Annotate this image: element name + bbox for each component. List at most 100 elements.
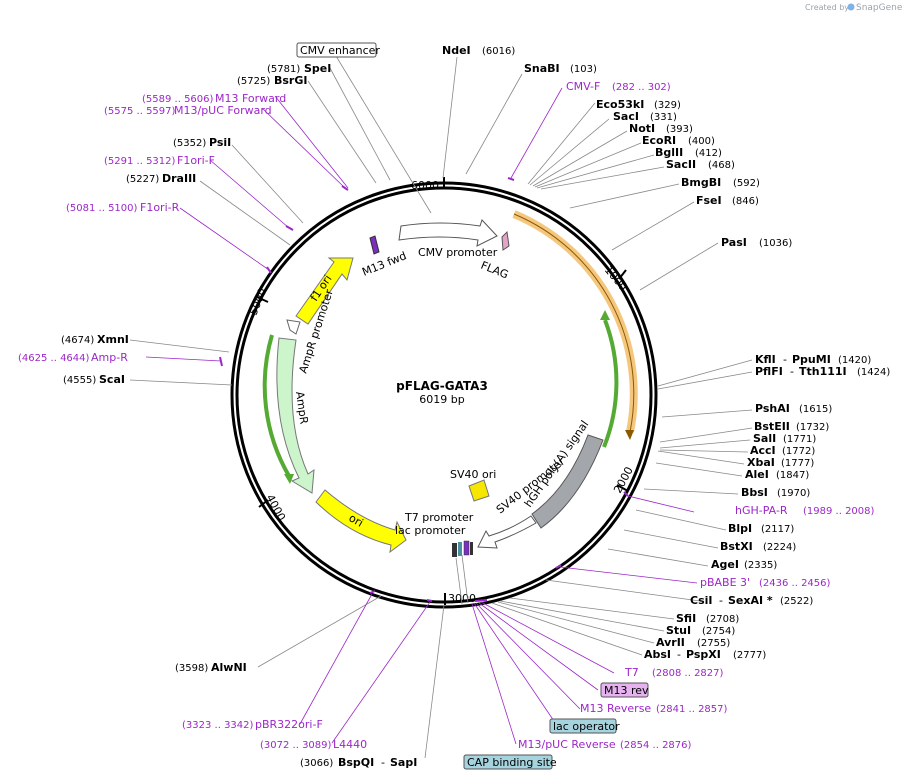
draiii-label: DraIII [162, 172, 196, 185]
svg-text:(412): (412) [695, 148, 722, 159]
cmvf-label: CMV-F [566, 80, 600, 93]
m13puc-forward-label: M13/pUC Forward [174, 104, 272, 117]
kfli-label: KflI [755, 353, 776, 366]
svg-text:(1777): (1777) [781, 458, 814, 469]
svg-text:(2708): (2708) [706, 614, 739, 625]
svg-text:(4625 .. 4644): (4625 .. 4644) [18, 353, 90, 364]
ampr-arrow [276, 337, 315, 494]
scai-label: ScaI [99, 373, 125, 386]
sv40-ori-label: SV40 ori [450, 468, 496, 481]
svg-text:(1989 .. 2008): (1989 .. 2008) [803, 506, 875, 517]
flag-label: FLAG [479, 259, 510, 282]
svg-text:Tth111I: Tth111I [799, 365, 847, 378]
ampr-label: AmpR [293, 391, 310, 426]
absi-label: AbsI [644, 648, 671, 661]
green-arc-left [262, 334, 291, 478]
pshai-label: PshAI [755, 402, 790, 415]
svg-text:-: - [381, 756, 385, 769]
svg-text:(3072 .. 3089): (3072 .. 3089) [260, 740, 332, 751]
svg-text:(5227): (5227) [126, 174, 159, 185]
svg-text:(2755): (2755) [697, 638, 730, 649]
bsteii-label: BstEII [754, 420, 790, 433]
svg-text:(1420): (1420) [838, 355, 871, 366]
blpi-label: BlpI [728, 522, 752, 535]
l4440-label: L4440 [333, 738, 367, 751]
svg-text:(1847): (1847) [776, 470, 809, 481]
svg-text:SapI: SapI [390, 756, 417, 769]
lac-operator-label: lac operator [553, 720, 620, 733]
lac-promoter-label: lac promoter [395, 524, 466, 537]
svg-text:(2841 .. 2857): (2841 .. 2857) [656, 704, 728, 715]
svg-text:PspXI: PspXI [686, 648, 721, 661]
flag-tag [501, 230, 510, 251]
svg-text:(2335): (2335) [744, 560, 777, 571]
psii-label: PsiI [209, 136, 231, 149]
eco53ki-label: Eco53kI [596, 98, 644, 111]
ecori-label: EcoRI [642, 134, 676, 147]
plasmid-length: 6019 bp [419, 393, 464, 406]
sv40-promoter-arrow [477, 515, 537, 549]
svg-text:(5352): (5352) [173, 138, 206, 149]
cap-site-box [463, 754, 553, 770]
m13rev-label: M13 rev [604, 684, 649, 697]
svg-text:(1036): (1036) [759, 238, 792, 249]
m13puc-reverse-label: M13/pUC Reverse [518, 738, 616, 751]
svg-text:(5781): (5781) [267, 64, 300, 75]
svg-text:(2854 .. 2876): (2854 .. 2876) [620, 740, 692, 751]
svg-text:SexAI *: SexAI * [728, 594, 773, 607]
svg-text:(1970): (1970) [777, 488, 810, 499]
svg-text:(846): (846) [732, 196, 759, 207]
svg-text:-: - [677, 648, 681, 661]
alei-label: AleI [745, 468, 769, 481]
svg-text:(1424): (1424) [857, 367, 890, 378]
svg-text:PpuMI: PpuMI [792, 353, 831, 366]
svg-text:(329): (329) [654, 100, 681, 111]
tick-3000: 3000 [448, 592, 476, 605]
sv40-ori-box [468, 479, 490, 502]
avrii-label: AvrII [656, 636, 685, 649]
svg-text:(4674): (4674) [61, 335, 94, 346]
tick-4000: 4000 [263, 492, 288, 523]
snabi-label: SnaBI [524, 62, 560, 75]
f1orir-label: F1ori-R [140, 201, 180, 214]
m13-forward-label: M13 Forward [215, 92, 286, 105]
svg-text:(400): (400) [688, 136, 715, 147]
svg-text:(2436 .. 2456): (2436 .. 2456) [759, 578, 831, 589]
svg-text:(1615): (1615) [799, 404, 832, 415]
t7-promoter-label: T7 promoter [404, 511, 474, 524]
xbai-label: XbaI [747, 456, 775, 469]
svg-text:(1772): (1772) [782, 446, 815, 457]
m13-reverse-label: M13 Reverse [580, 702, 651, 715]
m13-fwd-label: M13 fwd [360, 249, 408, 279]
ticks [256, 177, 629, 605]
svg-text:(4555): (4555) [63, 375, 96, 386]
xmni-label: XmnI [97, 333, 129, 346]
cmv-enhancer-box [296, 42, 377, 58]
ampr-promoter-arrow [286, 319, 301, 335]
cmv-enhancer-label: CMV enhancer [300, 44, 380, 57]
bstxi-label: BstXI [720, 540, 753, 553]
svg-text:(3323 .. 3342): (3323 .. 3342) [182, 720, 254, 731]
svg-text:(2224): (2224) [763, 542, 796, 553]
plasmid-name: pFLAG-GATA3 [396, 379, 488, 393]
lac-small-block [452, 543, 457, 557]
pflfi-label: PflFI [755, 365, 783, 378]
svg-text:(282 .. 302): (282 .. 302) [612, 82, 671, 93]
hghpar-label: hGH-PA-R [735, 504, 788, 517]
credit-created-by: Created by [805, 3, 849, 12]
f1-ori-arrow [295, 257, 354, 325]
bmgbi-label: BmgBI [681, 176, 721, 189]
cap-site-label: CAP binding site [467, 756, 557, 769]
svg-text:(2777): (2777) [733, 650, 766, 661]
acci-label: AccI [750, 444, 776, 457]
svg-text:(5081 .. 5100): (5081 .. 5100) [66, 203, 138, 214]
bspqi-label: BspQI [338, 756, 374, 769]
svg-text:(393): (393) [666, 124, 693, 135]
svg-text:(2117): (2117) [761, 524, 794, 535]
sfii-label: SfiI [676, 612, 696, 625]
cmv-promoter-arrow [398, 219, 498, 247]
svg-text:(592): (592) [733, 178, 760, 189]
f1orif-label: F1ori-F [177, 154, 215, 167]
svg-text:(103): (103) [570, 64, 597, 75]
svg-text:(5589 .. 5606): (5589 .. 5606) [142, 94, 214, 105]
